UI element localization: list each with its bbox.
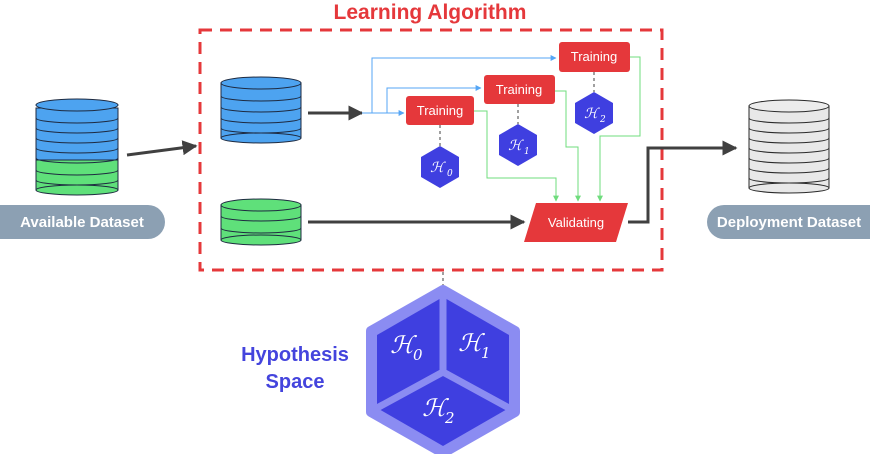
cube-h1-symbol: ℋ — [458, 329, 485, 357]
cube-h0-subscript: 0 — [413, 346, 423, 364]
cube-h1-subscript: 1 — [481, 344, 491, 362]
hex-1-symbol: ℋ — [508, 138, 524, 154]
training-box-1: Training — [484, 75, 555, 104]
cube-h2-symbol: ℋ — [422, 394, 449, 422]
training-label-0: Training — [417, 103, 463, 118]
input-arrow — [126, 140, 198, 157]
hex-2-subscript: 2 — [599, 115, 606, 125]
validating-box: Validating — [524, 203, 628, 242]
training-label-1: Training — [496, 82, 542, 97]
output-arrow — [628, 140, 738, 224]
hex-2-symbol: ℋ — [584, 106, 600, 122]
deployment-dataset-pill: Deployment Dataset — [707, 205, 870, 239]
training-db-icon — [220, 76, 302, 144]
validating-label: Validating — [548, 215, 604, 230]
cube-h0-symbol: ℋ — [390, 331, 417, 359]
blue-connectors — [362, 55, 557, 116]
validation-db-icon — [220, 198, 302, 246]
hypothesis-hex-1: ℋ 1 — [499, 124, 537, 166]
green-connectors — [474, 56, 641, 202]
hypothesis-space-line2: Space — [266, 371, 325, 393]
training-box-0: Training — [406, 96, 474, 125]
available-dataset-pill: Available Dataset — [0, 205, 165, 239]
training-label-2: Training — [571, 49, 617, 64]
hypothesis-space-cube: ℋ 0 ℋ 1 ℋ 2 — [366, 285, 520, 454]
available-dataset-icon — [35, 98, 119, 196]
hex-1-subscript: 1 — [524, 147, 530, 157]
training-box-2: Training — [559, 42, 630, 72]
hypothesis-space-line1: Hypothesis — [241, 344, 349, 366]
cube-h2-subscript: 2 — [444, 409, 455, 427]
learning-algorithm-frame — [198, 28, 664, 272]
hypothesis-hex-2: ℋ 2 — [575, 92, 613, 134]
deployment-dataset-icon — [748, 99, 830, 194]
available-dataset-label: Available Dataset — [20, 214, 144, 231]
learning-algorithm-title: Learning Algorithm — [334, 1, 527, 24]
hex-0-symbol: ℋ — [430, 160, 446, 176]
hypothesis-hex-0: ℋ 0 — [421, 146, 459, 188]
hex-0-subscript: 0 — [447, 169, 453, 179]
deployment-dataset-label: Deployment Dataset — [717, 214, 861, 231]
